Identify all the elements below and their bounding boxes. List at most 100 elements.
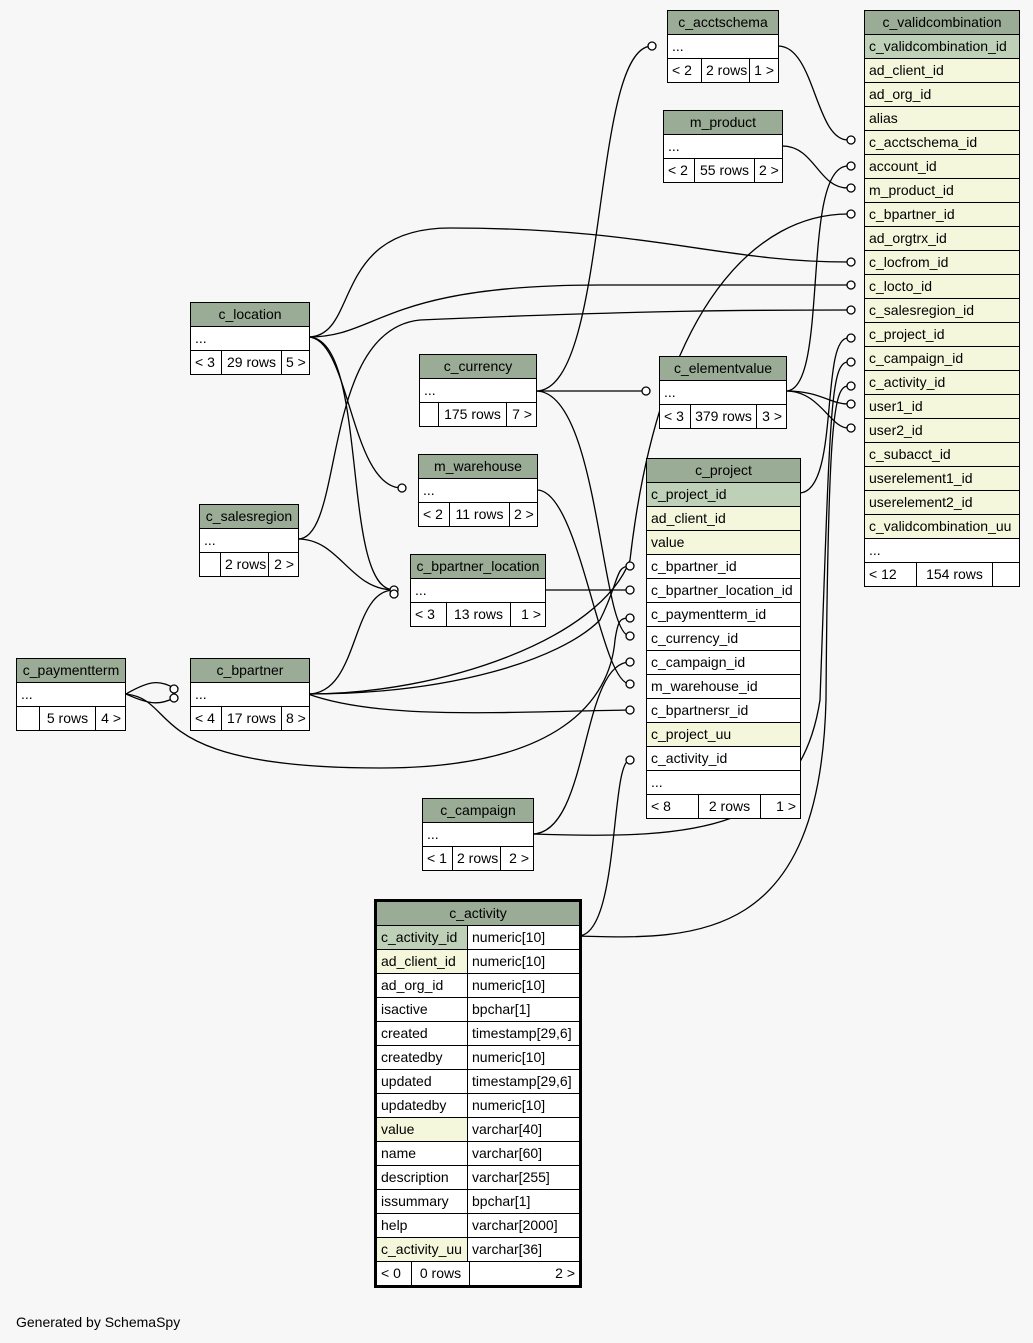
column-row: c_salesregion_id <box>865 299 1019 322</box>
table-header: c_validcombination <box>865 11 1019 34</box>
row-count: 2 rows <box>702 59 749 82</box>
parents-count: < 8 <box>647 795 698 818</box>
column-type: bpchar[1] <box>468 1190 579 1213</box>
column-name: userelement2_id <box>865 491 1019 514</box>
generated-by-footer: Generated by SchemaSpy <box>16 1314 181 1330</box>
column-name: ... <box>191 327 309 350</box>
column-row: c_bpartnersr_id <box>647 699 800 722</box>
column-name: c_project_id <box>865 323 1019 346</box>
parents-count: < 2 <box>664 159 694 182</box>
column-row: userelement2_id <box>865 491 1019 514</box>
column-row: c_validcombination_uu <box>865 515 1019 538</box>
column-type: varchar[2000] <box>468 1214 579 1237</box>
children-count: 2 > <box>470 1262 579 1285</box>
row-count: 2 rows <box>699 795 760 818</box>
parents-count <box>200 553 220 576</box>
column-name: c_acctschema_id <box>865 131 1019 154</box>
column-type: varchar[36] <box>468 1238 579 1261</box>
row-count: 2 rows <box>453 847 500 870</box>
row-count: 29 rows <box>222 351 281 374</box>
parents-count: < 2 <box>668 59 701 82</box>
column-name: c_bpartner_id <box>647 555 800 578</box>
table-header: m_product <box>664 111 782 134</box>
table-header: c_campaign <box>423 799 533 822</box>
column-row: ad_orgtrx_id <box>865 227 1019 250</box>
more-columns-row: ... <box>660 381 786 404</box>
table-header: c_currency <box>420 355 536 378</box>
column-name: c_validcombination_id <box>865 35 1019 58</box>
column-name: c_currency_id <box>647 627 800 650</box>
column-name: c_campaign_id <box>865 347 1019 370</box>
column-name: help <box>377 1214 467 1237</box>
column-name: created <box>377 1022 467 1045</box>
column-row: userelement1_id <box>865 467 1019 490</box>
column-type: numeric[10] <box>468 1094 579 1117</box>
more-columns-row: ... <box>668 35 778 58</box>
row-count: 0 rows <box>412 1262 469 1285</box>
children-count <box>993 563 1019 586</box>
column-name: ... <box>191 683 309 706</box>
parents-count <box>17 707 39 730</box>
column-name: c_campaign_id <box>647 651 800 674</box>
column-name: ad_org_id <box>865 83 1019 106</box>
column-name: userelement1_id <box>865 467 1019 490</box>
column-type: numeric[10] <box>468 950 579 973</box>
column-type: varchar[60] <box>468 1142 579 1165</box>
column-name: c_validcombination_uu <box>865 515 1019 538</box>
column-row: c_campaign_id <box>865 347 1019 370</box>
column-name: description <box>377 1166 467 1189</box>
column-name: ... <box>660 381 786 404</box>
more-columns-row: ... <box>647 771 800 794</box>
column-row: c_project_uu <box>647 723 800 746</box>
column-type: varchar[255] <box>468 1166 579 1189</box>
column-name: ad_org_id <box>377 974 467 997</box>
table-header: m_warehouse <box>419 455 537 478</box>
children-count: 2 > <box>755 159 782 182</box>
column-name: ... <box>664 135 782 158</box>
more-columns-row: ... <box>865 539 1019 562</box>
column-row: ad_org_id <box>865 83 1019 106</box>
column-row: c_bpartner_id <box>865 203 1019 226</box>
column-name: ... <box>411 579 545 602</box>
row-count: 5 rows <box>40 707 95 730</box>
column-row: ad_client_id <box>647 507 800 530</box>
children-count: 4 > <box>96 707 125 730</box>
column-row: c_locfrom_id <box>865 251 1019 274</box>
more-columns-row: ... <box>191 327 309 350</box>
column-name: c_locfrom_id <box>865 251 1019 274</box>
column-type: numeric[10] <box>468 974 579 997</box>
column-row: account_id <box>865 155 1019 178</box>
column-name: c_bpartner_location_id <box>647 579 800 602</box>
column-row: c_project_id <box>865 323 1019 346</box>
row-count: 154 rows <box>917 563 992 586</box>
parents-count: < 0 <box>377 1262 411 1285</box>
column-name: account_id <box>865 155 1019 178</box>
parents-count: < 12 <box>865 563 916 586</box>
column-row: value <box>647 531 800 554</box>
children-count: 8 > <box>282 707 309 730</box>
